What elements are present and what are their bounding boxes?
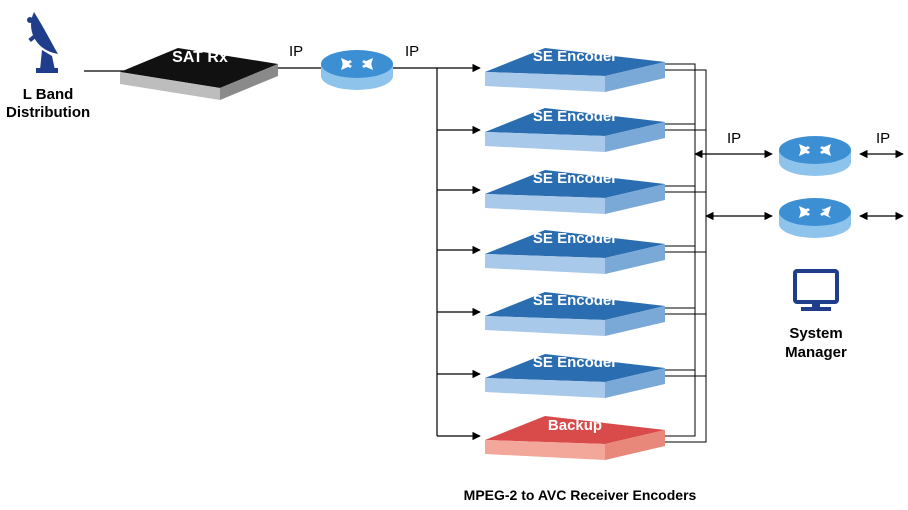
encoder-label-4: SE Encoder (532, 230, 618, 247)
router-icon (779, 136, 851, 176)
backup-box (485, 416, 665, 460)
sat-rx-box (120, 48, 278, 100)
encoder-box-1 (485, 48, 665, 92)
encoder-box-3 (485, 170, 665, 214)
encoder-box-2 (485, 108, 665, 152)
encoder-box-6 (485, 354, 665, 398)
ip-label-router-encoders: IP (405, 43, 420, 60)
encoder-input-arrows (437, 63, 481, 441)
router-icon (779, 198, 851, 238)
ip-label-router-out: IP (876, 130, 891, 147)
ip-label-satrx-router: IP (289, 43, 304, 60)
source-label-line2: Distribution (6, 104, 91, 121)
source-label-line1: L Band (22, 86, 74, 103)
encoder-label-2: SE Encoder (532, 108, 618, 125)
system-manager-label-line2: Manager (785, 344, 847, 361)
encoder-label-3: SE Encoder (532, 170, 618, 187)
router-icon (321, 50, 393, 90)
diagram-caption: MPEG-2 to AVC Receiver Encoders (463, 487, 697, 503)
encoder-box-4 (485, 230, 665, 274)
monitor-icon (793, 269, 839, 311)
encoder-box-5 (485, 292, 665, 336)
sat-rx-label: SAT Rx (172, 49, 228, 66)
satellite-dish-icon (27, 12, 58, 73)
encoder-label-1: SE Encoder (532, 48, 618, 65)
system-manager-label-line1: System (789, 325, 843, 342)
backup-label: Backup (547, 417, 603, 434)
ip-label-encoders-router: IP (727, 130, 742, 147)
encoder-label-6: SE Encoder (532, 354, 618, 371)
encoder-label-5: SE Encoder (532, 292, 618, 309)
encoder-output-lines (665, 63, 707, 443)
